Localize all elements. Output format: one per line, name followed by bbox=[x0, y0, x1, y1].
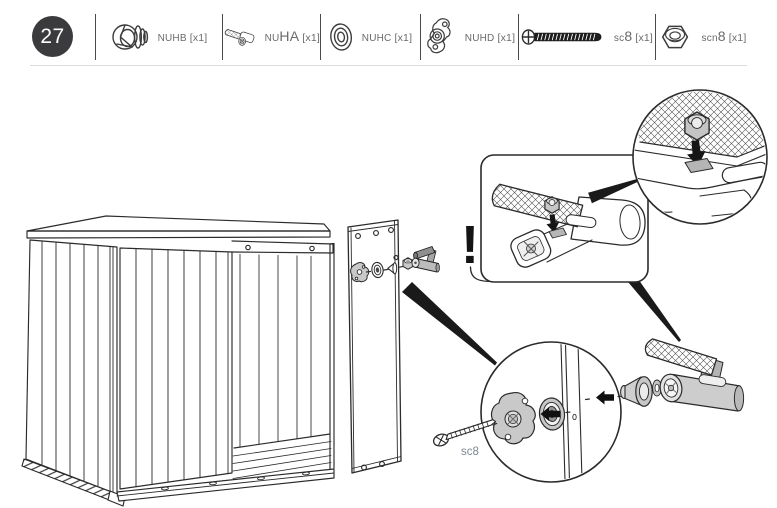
part-item-nuhd: NUHD[x1] bbox=[420, 13, 518, 60]
screw-sc8-label: sc8 bbox=[461, 446, 479, 458]
part-label: NUHA[x1] bbox=[264, 27, 320, 44]
insert-arrow-icon bbox=[540, 407, 560, 421]
step-number-badge: 27 bbox=[32, 16, 73, 57]
callout-connector-wedge bbox=[588, 179, 638, 204]
washer-nuhc-icon bbox=[329, 22, 352, 51]
screw-sc8-part: sc8 bbox=[432, 419, 497, 458]
callout-connector-wedge bbox=[402, 282, 497, 366]
part-label: scn8[x1] bbox=[701, 27, 747, 44]
nut-scn8-icon bbox=[661, 25, 688, 48]
insert-arrow-icon bbox=[546, 214, 560, 233]
open-door bbox=[347, 219, 402, 474]
part-item-nuhc: NUHC[x1] bbox=[320, 13, 420, 60]
part-item-sc8: sc8[x1] bbox=[518, 13, 655, 60]
shed-illustration bbox=[21, 215, 335, 507]
cap-nuhb-icon bbox=[111, 23, 148, 50]
part-item-nuhb: NUHB[x1] bbox=[95, 13, 222, 60]
cap-nuhb-part bbox=[620, 376, 667, 407]
svg-text:!: ! bbox=[461, 215, 479, 275]
zoom-circle-nut-slot bbox=[632, 89, 768, 225]
handle-callout-box bbox=[480, 154, 649, 283]
handle-nuha-part bbox=[644, 338, 745, 412]
part-item-scn8: scn8[x1] bbox=[655, 13, 747, 60]
handle-nuha-icon bbox=[224, 28, 255, 46]
screw-sc8-icon bbox=[521, 28, 602, 45]
callout-connector-wedge bbox=[628, 276, 681, 342]
zoom-circle-door-fixing bbox=[480, 341, 622, 483]
part-item-nuha: NUHA[x1] bbox=[222, 13, 320, 60]
insert-arrow-icon bbox=[596, 390, 614, 405]
part-label: NUHD[x1] bbox=[464, 31, 516, 44]
part-label: sc8[x1] bbox=[613, 27, 654, 44]
part-label: NUHB[x1] bbox=[157, 31, 208, 44]
parts-header: 27 NUHB[x1] NUHA[x1] bbox=[30, 8, 747, 66]
part-label: NUHC[x1] bbox=[361, 31, 413, 44]
bracket-nuhd-icon bbox=[426, 17, 451, 53]
door-hardware-minis bbox=[350, 246, 440, 283]
